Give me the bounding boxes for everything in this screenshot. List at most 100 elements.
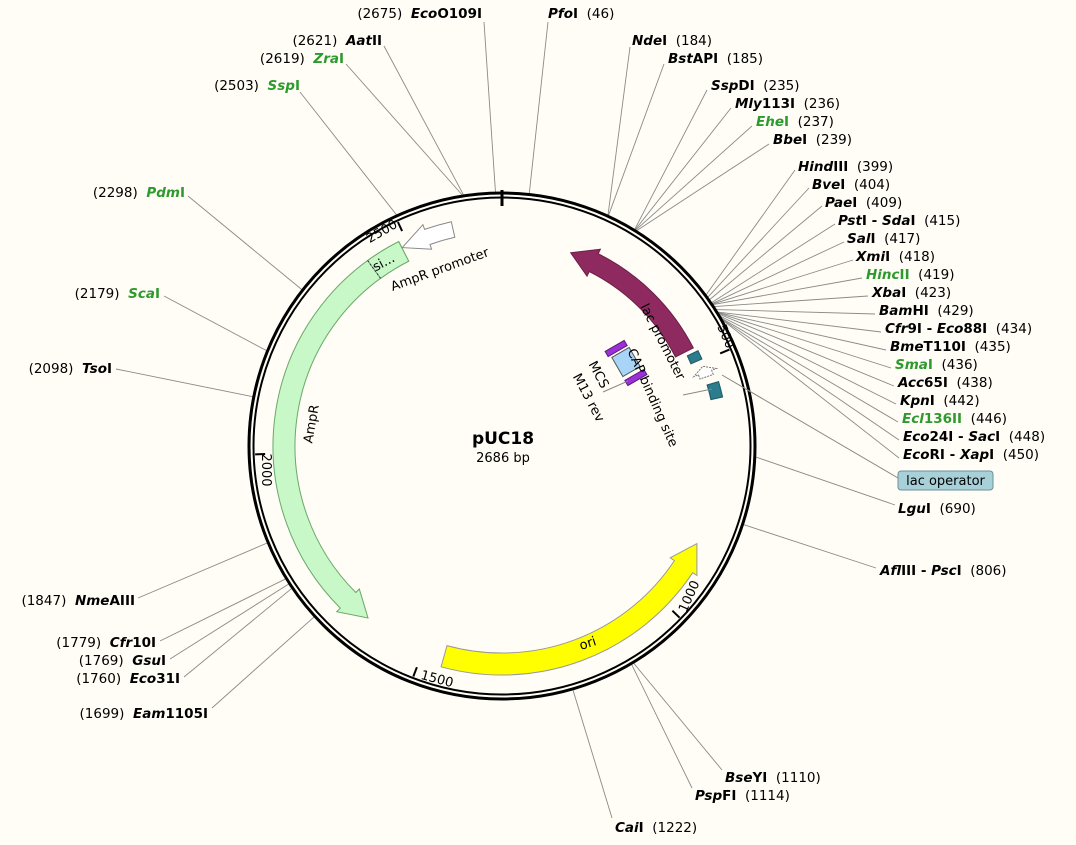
enzyme-site[interactable]: HindIII (399) [798, 159, 893, 175]
lac-promoter-feature[interactable] [706, 380, 724, 401]
enzyme-site[interactable]: SalI (417) [847, 231, 920, 247]
enzyme-site[interactable]: LguI (690) [898, 501, 976, 517]
enzyme-site[interactable]: PfoI (46) [548, 6, 614, 22]
enzyme-label[interactable]: PfoI (46) [548, 6, 614, 22]
enzyme-label[interactable]: BbeI (239) [773, 132, 852, 148]
enzyme-label[interactable]: XbaI (423) [871, 285, 951, 301]
lacz-feature[interactable] [569, 248, 694, 358]
enzyme-label[interactable]: (2675) EcoO109I [357, 6, 482, 22]
enzyme-site[interactable]: KpnI (442) [900, 393, 980, 409]
enzyme-site[interactable]: BamHI (429) [879, 303, 974, 319]
enzyme-label[interactable]: (1769) GsuI [79, 653, 166, 669]
enzyme-label[interactable]: HincII (419) [866, 267, 954, 283]
enzyme-label[interactable]: BstAPI (185) [668, 51, 763, 67]
enzyme-site[interactable]: (2179) ScaI [75, 286, 160, 302]
enzyme-site[interactable]: (1769) GsuI [79, 653, 166, 669]
enzyme-name-italic: Eam [133, 706, 165, 722]
enzyme-site[interactable]: XmiI (418) [855, 249, 935, 265]
enzyme-label[interactable]: HindIII (399) [798, 159, 893, 175]
enzyme-site[interactable]: (2503) SspI [214, 78, 300, 94]
enzyme-site[interactable]: BmeT110I (435) [890, 339, 1011, 355]
leader-line [159, 578, 286, 642]
m13-rev-arrow-1[interactable] [604, 339, 628, 358]
enzyme-label[interactable]: XmiI (418) [855, 249, 935, 265]
cut-position: (1847) [21, 593, 74, 609]
enzyme-label[interactable]: PstI - SdaI (415) [838, 213, 960, 229]
enzyme-label[interactable]: PaeI (409) [825, 195, 902, 211]
m13-rev-arrow-2[interactable] [624, 368, 648, 387]
mcs-feature[interactable] [611, 346, 641, 378]
cut-position: (806) [962, 563, 1007, 579]
enzyme-label[interactable]: (2503) SspI [214, 78, 300, 94]
lac-operator-text: lac operator [906, 474, 985, 489]
enzyme-site[interactable]: (1779) Cfr10I [56, 635, 156, 651]
enzyme-label[interactable]: SmaI (436) [895, 357, 978, 373]
enzyme-site[interactable]: BbeI (239) [773, 132, 852, 148]
enzyme-label[interactable]: (1779) Cfr10I [56, 635, 156, 651]
enzyme-site[interactable]: PspFI (1114) [695, 788, 790, 804]
enzyme-site[interactable]: PaeI (409) [825, 195, 902, 211]
enzyme-label[interactable]: (1699) Eam1105I [80, 706, 209, 722]
enzyme-label[interactable]: PspFI (1114) [695, 788, 790, 804]
enzyme-label[interactable]: BmeT110I (435) [890, 339, 1011, 355]
enzyme-site[interactable]: Ecl136II (446) [902, 411, 1007, 427]
enzyme-label[interactable]: (2621) AatII [292, 33, 382, 49]
ampr-promoter-feature[interactable] [401, 221, 456, 250]
enzyme-label[interactable]: (2619) ZraI [260, 51, 344, 67]
ori-feature[interactable] [440, 542, 698, 676]
enzyme-label[interactable]: Eco24I - SacI (448) [903, 429, 1045, 445]
enzyme-site[interactable]: Cfr9I - Eco88I (434) [885, 321, 1032, 337]
enzyme-label[interactable]: (1847) NmeAIII [21, 593, 135, 609]
enzyme-label[interactable]: (2298) PdmI [93, 185, 185, 201]
enzyme-label[interactable]: (1760) Eco31I [76, 671, 180, 687]
enzyme-site[interactable]: (2098) TsoI [29, 361, 112, 377]
enzyme-label[interactable]: SspDI (235) [711, 78, 800, 94]
enzyme-site[interactable]: BstAPI (185) [668, 51, 763, 67]
enzyme-site[interactable]: CaiI (1222) [615, 820, 697, 836]
enzyme-site[interactable]: (2675) EcoO109I [357, 6, 482, 22]
enzyme-site[interactable]: AflIII - PscI (806) [879, 563, 1007, 579]
enzyme-site[interactable]: Acc65I (438) [897, 375, 993, 391]
enzyme-site[interactable]: (2621) AatII [292, 33, 382, 49]
signal-sequence-feature[interactable] [367, 240, 410, 280]
enzyme-site[interactable]: EheI (237) [756, 114, 834, 130]
enzyme-site[interactable]: PstI - SdaI (415) [838, 213, 960, 229]
enzyme-label[interactable]: BamHI (429) [879, 303, 974, 319]
enzyme-label[interactable]: AflIII - PscI (806) [879, 563, 1007, 579]
enzyme-site[interactable]: Mly113I (236) [735, 96, 840, 112]
lac-operator-feature[interactable] [692, 365, 719, 380]
enzyme-label[interactable]: NdeI (184) [632, 33, 712, 49]
enzyme-label[interactable]: Acc65I (438) [897, 375, 993, 391]
enzyme-site[interactable]: Eco24I - SacI (448) [903, 429, 1045, 445]
enzyme-label[interactable]: KpnI (442) [900, 393, 980, 409]
lac-operator-label[interactable]: lac operator [721, 374, 994, 491]
enzyme-site[interactable]: BveI (404) [812, 177, 890, 193]
enzyme-label[interactable]: EheI (237) [756, 114, 834, 130]
enzyme-label[interactable]: Mly113I (236) [735, 96, 840, 112]
enzyme-site[interactable]: (1760) Eco31I [76, 671, 180, 687]
enzyme-site[interactable]: XbaI (423) [871, 285, 951, 301]
enzyme-label[interactable]: CaiI (1222) [615, 820, 697, 836]
enzyme-label[interactable]: Ecl136II (446) [902, 411, 1007, 427]
enzyme-label[interactable]: (2179) ScaI [75, 286, 160, 302]
enzyme-site[interactable]: HincII (419) [866, 267, 954, 283]
cap-binding-site-feature[interactable] [686, 350, 703, 365]
enzyme-site[interactable]: SspDI (235) [711, 78, 800, 94]
enzyme-site[interactable]: (2298) PdmI [93, 185, 185, 201]
enzyme-site[interactable]: NdeI (184) [632, 33, 712, 49]
enzyme-label[interactable]: LguI (690) [898, 501, 976, 517]
enzyme-site[interactable]: (2619) ZraI [260, 51, 344, 67]
enzyme-label[interactable]: Cfr9I - Eco88I (434) [885, 321, 1032, 337]
enzyme-label[interactable]: (2098) TsoI [29, 361, 112, 377]
enzyme-label[interactable]: EcoRI - XapI (450) [903, 447, 1039, 463]
enzyme-label[interactable]: SalI (417) [847, 231, 920, 247]
enzyme-label[interactable]: BveI (404) [812, 177, 890, 193]
enzyme-site[interactable]: BseYI (1110) [725, 770, 821, 786]
ampr-feature[interactable] [272, 240, 410, 619]
enzyme-site[interactable]: (1847) NmeAIII [21, 593, 135, 609]
enzyme-site[interactable]: SmaI (436) [895, 357, 978, 373]
enzyme-site[interactable]: EcoRI - XapI (450) [903, 447, 1039, 463]
plasmid-length: 2686 bp [476, 451, 530, 466]
enzyme-site[interactable]: (1699) Eam1105I [80, 706, 209, 722]
enzyme-label[interactable]: BseYI (1110) [725, 770, 821, 786]
